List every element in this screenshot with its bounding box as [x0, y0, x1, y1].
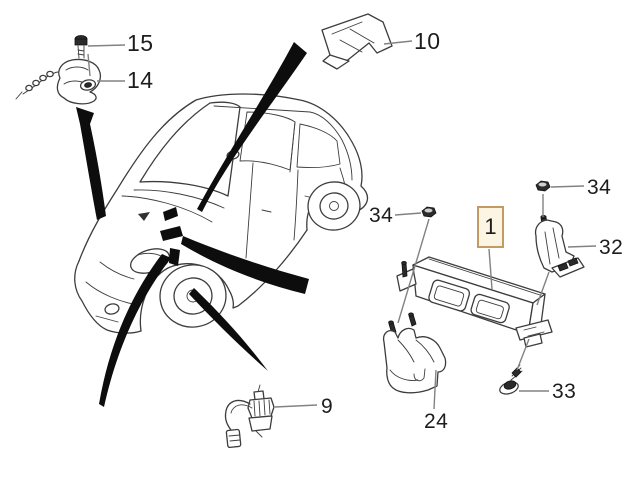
callout-9: 9	[321, 395, 334, 418]
leader-nut34-to-stud	[397, 218, 430, 324]
front-door-window	[239, 111, 296, 171]
swoosh-arrow-top	[197, 42, 307, 212]
license-line	[95, 315, 119, 323]
car-illustration	[74, 93, 369, 334]
c-pillar	[341, 139, 353, 181]
leader-24	[433, 369, 437, 410]
swoosh-arrow-bottom-right	[189, 288, 268, 371]
part-24-cover-drawing	[382, 312, 447, 394]
part-33-bolt-drawing	[499, 364, 523, 395]
leader-lines	[87, 40, 597, 410]
part-10-bracket-drawing	[321, 13, 393, 70]
windshield	[139, 101, 241, 197]
leader-15	[87, 44, 126, 47]
part-32-bracket-drawing	[534, 214, 585, 278]
leader-9	[274, 404, 318, 408]
leader-32	[567, 245, 597, 248]
leader-34-left	[394, 212, 422, 216]
swoosh-arrows	[76, 42, 309, 407]
part-1-ecm-drawing	[396, 256, 553, 348]
front-door-seam	[245, 162, 254, 259]
leader-bolt15-to-sensor	[87, 53, 91, 77]
swoosh-arrow-right	[181, 236, 309, 294]
callout-10: 10	[414, 28, 441, 54]
callout-15: 15	[127, 30, 154, 56]
location-marker-engine	[169, 248, 180, 266]
part-9-cable	[224, 399, 253, 449]
wiper-mark	[138, 212, 150, 221]
swoosh-arrow-bottom-left	[99, 254, 171, 407]
part-9-sensor-drawing	[224, 384, 275, 449]
leader-bolt33-to-tab	[516, 338, 530, 371]
part-15-bolt-drawing	[74, 35, 88, 59]
callout-1-highlight-box: 1	[477, 206, 504, 248]
rear-wheel	[307, 181, 361, 231]
callout-33: 33	[552, 380, 577, 403]
swoosh-arrow-left	[76, 107, 106, 220]
door-handle	[261, 195, 314, 213]
callout-24: 24	[424, 410, 449, 433]
bumper-line	[85, 281, 139, 306]
location-marker-firewall	[160, 226, 183, 241]
roof-line	[213, 105, 343, 141]
ecm-left-tab	[396, 260, 417, 292]
part-14-sensor-drawing	[15, 58, 102, 105]
part-14-cable	[15, 70, 59, 100]
b-pillar	[289, 121, 296, 173]
nut-34-right-drawing	[535, 180, 551, 192]
ecm-right-tab	[515, 319, 553, 348]
hood-crease	[121, 195, 213, 223]
ecm-connector-1	[428, 279, 471, 312]
leader-1	[488, 248, 493, 290]
callout-34-right: 34	[587, 176, 612, 199]
rear-door-seam	[293, 169, 299, 241]
leader-32-to-ecm	[536, 271, 550, 306]
leader-34-right	[550, 185, 585, 188]
ecm-connector-2	[470, 293, 510, 324]
grille-line	[99, 261, 135, 280]
nut-34-left-drawing	[421, 206, 437, 218]
fog-light	[104, 303, 120, 315]
location-marker-cowl	[163, 207, 178, 221]
location-markers	[160, 207, 183, 266]
callout-34-left: 34	[369, 204, 394, 227]
cowl-line	[133, 189, 225, 209]
leader-10	[383, 40, 413, 45]
callout-14: 14	[127, 67, 154, 93]
callout-32: 32	[599, 236, 624, 259]
rear-door-window	[296, 123, 341, 168]
callout-1: 1	[484, 214, 497, 239]
